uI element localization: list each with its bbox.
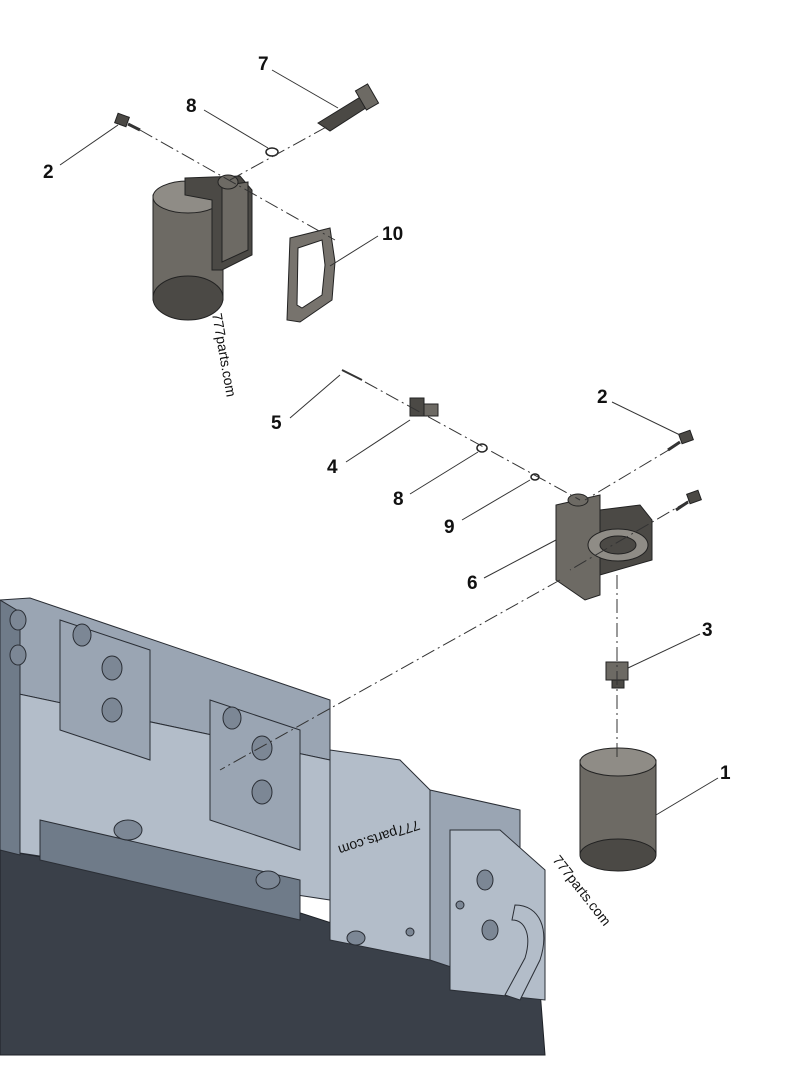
filter-housing-assembly: [152, 174, 253, 321]
callout-10: 10: [382, 224, 403, 245]
o-ring-part-8-mid: [476, 443, 488, 453]
watermark-top: 777parts.com: [209, 312, 239, 398]
bolt-part-2-top: [114, 112, 141, 132]
callout-numbers: 7 8 2 10 5 4 8 9 2 6 3 1: [43, 54, 731, 784]
bolt-part-2-mid: [667, 429, 694, 452]
oil-filter-part-1: [579, 747, 657, 872]
sensor-part-7: [317, 83, 380, 132]
callout-5: 5: [271, 413, 282, 434]
o-ring-part-8-top: [265, 147, 279, 157]
bolt-part-6-extra: [675, 489, 702, 512]
engine-block: [0, 597, 546, 1056]
filter-head-part-6: [555, 493, 653, 601]
callout-6: 6: [467, 573, 478, 594]
callout-8-top: 8: [186, 96, 197, 117]
callout-2-top: 2: [43, 162, 54, 183]
pin-part-5: [341, 369, 363, 381]
callout-3: 3: [702, 620, 713, 641]
callout-1: 1: [720, 763, 731, 784]
gasket-part-10: [286, 227, 336, 323]
callout-8-mid: 8: [393, 489, 404, 510]
callout-7: 7: [258, 54, 269, 75]
leader-lines: [59, 69, 719, 816]
callout-4: 4: [327, 457, 338, 478]
sensor-part-4: [409, 397, 439, 417]
callout-2-mid: 2: [597, 387, 608, 408]
callout-9: 9: [444, 517, 455, 538]
assembly-center-lines: [139, 124, 691, 771]
